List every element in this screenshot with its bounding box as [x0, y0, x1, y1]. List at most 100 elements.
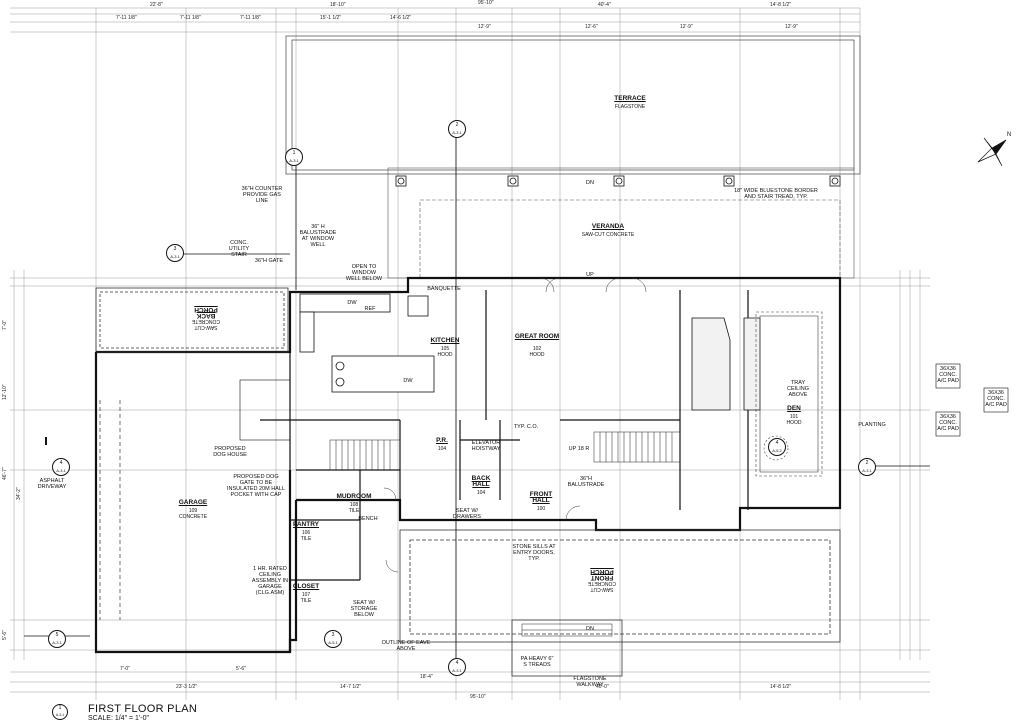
note-walkway: FLAGSTONE WALKWAY: [573, 676, 607, 688]
note-planting: PLANTING: [858, 422, 886, 428]
room-great-room-number: 102: [532, 346, 542, 352]
note-dog-house: PROPOSED DOG HOUSE: [213, 446, 247, 458]
room-garage-material: CONCRETE: [178, 514, 208, 520]
note-open-window: OPEN TO WINDOW WELL BELOW: [345, 264, 383, 282]
room-kitchen-number: 105: [440, 346, 450, 352]
note-dw-1: DW: [347, 300, 357, 306]
note-tray-ceiling: TRAY CEILING ABOVE: [786, 380, 809, 398]
veranda-columns: [395, 175, 841, 187]
note-stone-sills: STONE SILLS AT ENTRY DOORS, TYP.: [512, 544, 556, 562]
room-veranda: VERANDA: [591, 223, 625, 230]
room-back-porch: BACK PORCH: [194, 306, 218, 319]
dim-top2-4: 15'-1 1/2": [320, 15, 342, 21]
note-treads: PA HEAVY 6" S TREADS: [520, 656, 554, 668]
note-up-veranda: UP: [586, 272, 594, 278]
room-closet-number: 107: [301, 592, 311, 598]
room-mudroom-number: 108: [349, 502, 359, 508]
room-closet: CLOSET: [292, 583, 320, 590]
drawing-scale: SCALE: 1/4" = 1'-0": [88, 715, 149, 722]
front-steps: [521, 623, 613, 637]
room-veranda-material: SAW-CUT CONCRETE: [581, 232, 635, 238]
garage-doors: [99, 379, 291, 620]
note-dog-gate: PROPOSED DOG GATE TO BE INSULATED 20M HA…: [227, 474, 285, 498]
dim-left-2: 12'-10": [2, 384, 8, 400]
note-counter: 36"H COUNTER PROVIDE GAS LINE: [241, 186, 283, 204]
room-mudroom-material: TILE: [348, 508, 360, 514]
room-powder-number: 104: [437, 446, 447, 452]
note-seat-storage: SEAT W/ STORAGE BELOW: [350, 600, 378, 618]
note-bench: BENCH: [358, 516, 378, 522]
note-bluestone: 18" WIDE BLUESTONE BORDER AND STAIR TREA…: [734, 188, 818, 200]
back-porch-outline: [95, 287, 289, 353]
terrace-outline: [285, 35, 861, 175]
den-tray: [755, 311, 823, 477]
dim-bottom-4: 14'-7 1/2": [340, 684, 362, 690]
door-swings: [383, 277, 647, 573]
fireplaces: [691, 317, 761, 411]
note-ref: REF: [364, 306, 376, 312]
dim-left-5: 46'-7": [2, 467, 8, 480]
grid-lines: [10, 7, 930, 700]
room-den-note: HOOD: [786, 420, 802, 426]
note-co: TYP. C.O.: [513, 424, 539, 430]
dim-bottom-7: 14'-8 1/2": [770, 684, 792, 690]
dim-top2-7: 12'-6": [585, 24, 598, 30]
room-back-porch-material: SAW-CUT CONCRETE: [191, 318, 221, 330]
room-front-porch-material: SAW-CUT CONCRETE: [587, 580, 617, 592]
note-eave: OUTLINE OF EAVE ABOVE: [381, 640, 431, 652]
room-den: DEN: [787, 405, 801, 412]
note-balustrade-window: 36" H BALUSTRADE AT WINDOW WELL: [299, 224, 337, 248]
stairs: [329, 431, 681, 471]
room-great-room: GREAT ROOM: [514, 333, 560, 340]
room-garage-number: 109: [188, 508, 198, 514]
room-terrace-material: FLAGSTONE: [614, 104, 646, 110]
note-ac-pad-3: 36X36 CONC. A/C PAD: [985, 390, 1007, 408]
dim-overall-bottom: 95'-10": [470, 694, 486, 700]
dim-top2-5: 14'-6 1/2": [390, 15, 412, 21]
dim-top2-1: 7'-11 1/8": [116, 15, 137, 21]
drawing-title: FIRST FLOOR PLAN: [88, 703, 198, 715]
room-powder: P.R.: [436, 437, 448, 444]
dim-bottom-3: 23'-3 1/2": [176, 684, 198, 690]
note-elevator: ELEVATOR HOISTWAY: [471, 440, 501, 452]
dim-left-4: 5'-6": [2, 630, 8, 640]
room-mudroom: MUDROOM: [336, 493, 372, 500]
dim-bottom-5: 18'-4": [420, 674, 433, 680]
dim-top2-3: 7'-11 1/8": [240, 15, 261, 21]
dim-left-1: 7'-0": [2, 320, 8, 330]
room-front-porch: FRONT PORCH: [590, 568, 614, 581]
dim-top-4: 14'-8 1/2": [770, 2, 792, 8]
note-balustrade: 36"H BALUSTRADE: [567, 476, 605, 488]
room-closet-material: TILE: [300, 598, 312, 604]
dim-top-2: 18'-10": [330, 2, 346, 8]
note-dn-veranda: DN: [586, 180, 594, 186]
dim-bottom-6: 40'-0": [596, 684, 609, 690]
room-front-hall-number: 100: [536, 506, 546, 512]
room-kitchen: KITCHEN: [430, 337, 460, 344]
ac-pads: [935, 363, 1009, 437]
dim-top2-8: 12'-9": [680, 24, 693, 30]
dim-top2-9: 12'-9": [785, 24, 798, 30]
room-great-room-note: HOOD: [529, 352, 545, 358]
dim-overall-top: 95'-10": [478, 0, 494, 6]
dim-bottom-1: 7'-0": [120, 666, 130, 672]
room-terrace: TERRACE: [614, 95, 646, 102]
room-back-hall: BACK HALL: [471, 475, 491, 488]
dim-bottom-2: 5'-6": [236, 666, 246, 672]
exterior-walls: [94, 276, 842, 654]
room-kitchen-note: HOOD: [437, 352, 453, 358]
dim-top-3: 40'-4": [598, 2, 611, 8]
note-dn-front: DN: [586, 626, 594, 632]
dim-left-3: 34'-2": [16, 487, 22, 500]
note-banquette: BANQUETTE: [427, 286, 461, 292]
note-dw-2: DW: [403, 378, 413, 384]
